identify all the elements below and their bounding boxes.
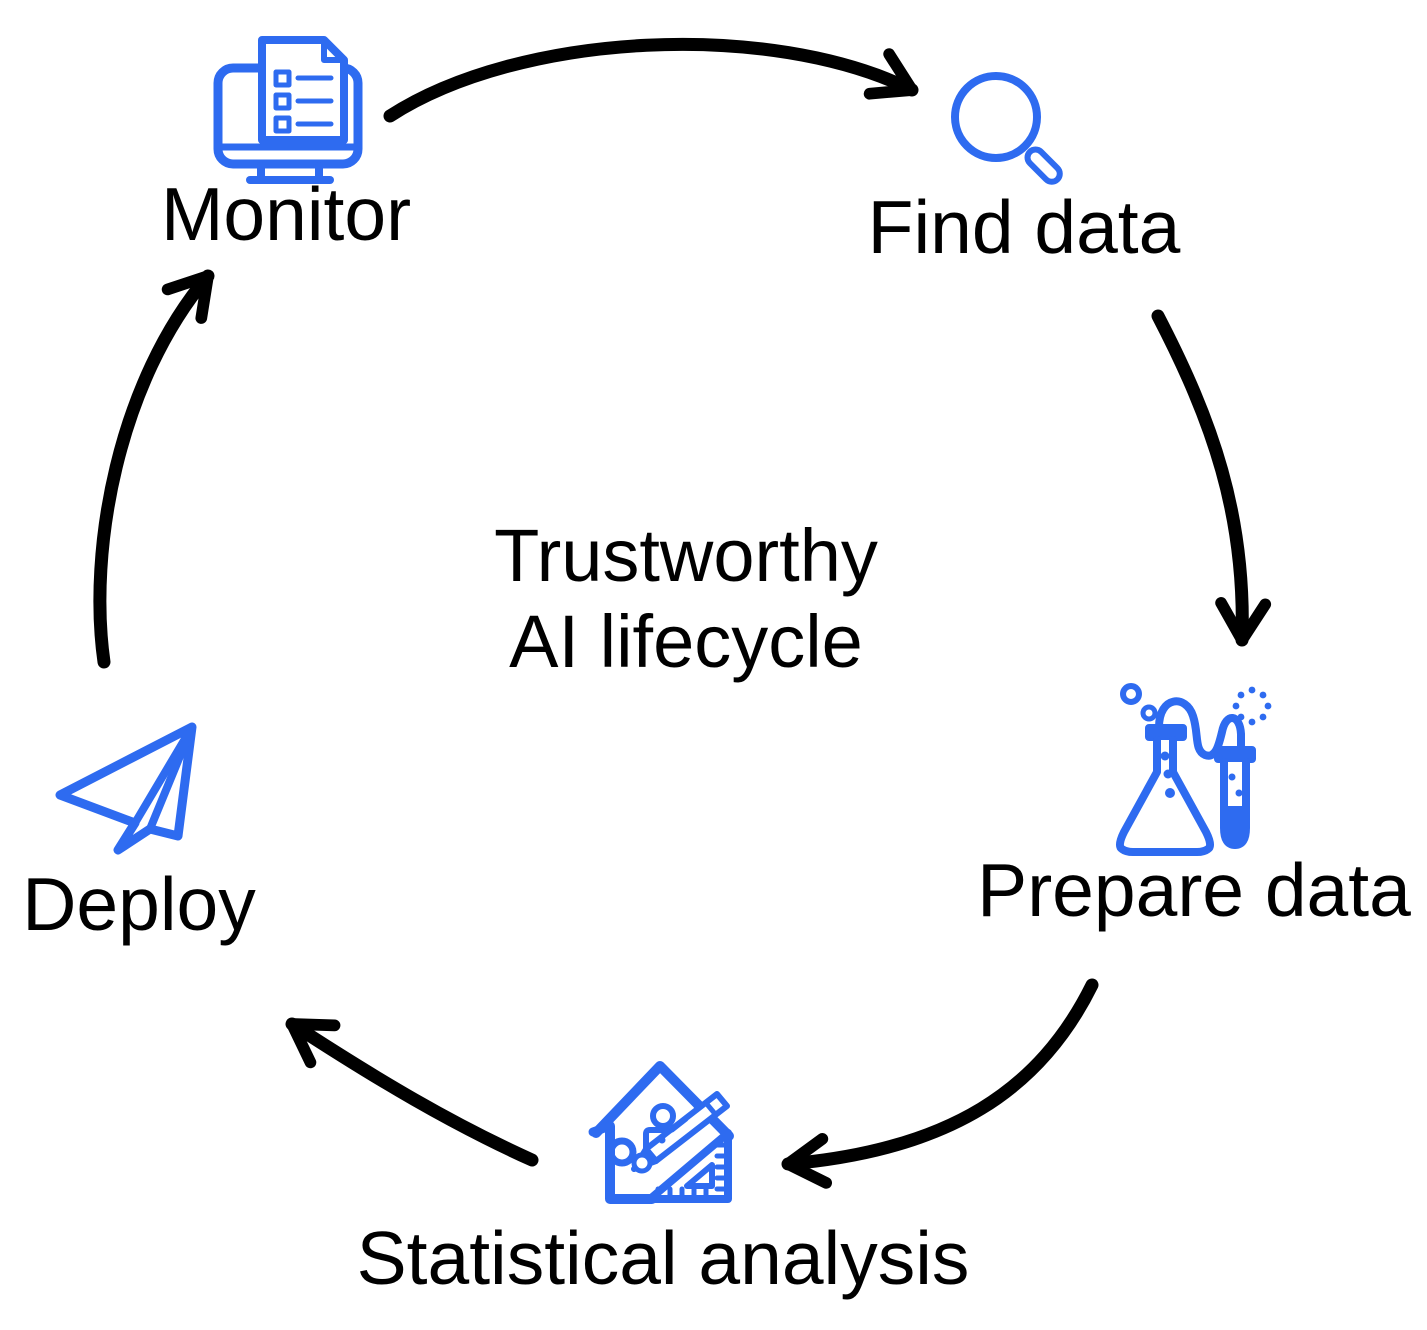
arrow-statistical-analysis-to-deploy (285, 1017, 539, 1167)
search-magnifier-icon (951, 72, 1063, 185)
monitor-checklist-icon (213, 36, 363, 184)
diagram-title: Trustworthy AI lifecycle (494, 513, 878, 685)
stage-label-statistical-analysis: Statistical analysis (356, 1216, 970, 1300)
arrow-monitor-to-find-data (383, 37, 919, 123)
paper-plane-icon (55, 722, 197, 855)
pencil (631, 1091, 730, 1174)
diagram-title-line2: AI lifecycle (509, 599, 863, 683)
arrow-find-data-to-prepare-data (1151, 309, 1272, 647)
chemistry-flask-icon (1115, 683, 1272, 856)
stage-label-prepare-data: Prepare data (977, 848, 1411, 932)
arrow-prepare-data-to-statistical-analysis (781, 978, 1099, 1189)
diagram-title-line1: Trustworthy (494, 514, 878, 597)
drafting-tools-icon (588, 1061, 734, 1204)
arrow-deploy-to-monitor (93, 269, 215, 669)
stage-label-deploy: Deploy (22, 862, 256, 946)
stage-label-find-data: Find data (867, 185, 1181, 269)
stage-label-monitor: Monitor (160, 172, 412, 256)
